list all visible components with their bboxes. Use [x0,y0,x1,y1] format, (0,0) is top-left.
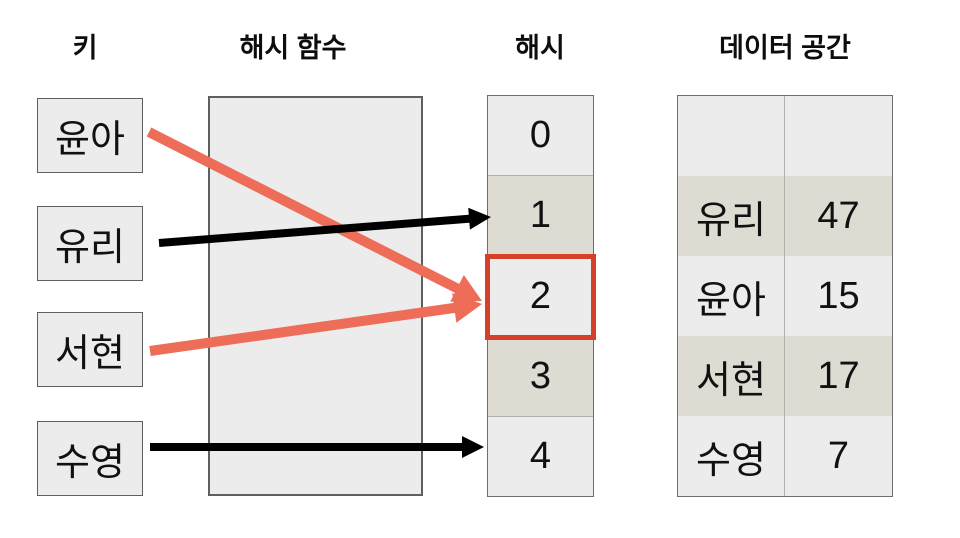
data-cell-key [678,96,785,176]
data-cell-value: 7 [785,416,892,496]
hash-cell-label: 2 [529,274,552,317]
data-space-table: 유리 47 윤아 15 서현 17 수영 7 [677,95,893,497]
key-box-seohyun: 서현 [37,312,143,387]
key-label: 수영 [55,442,125,484]
hash-function-column-title: 해시 함수 [239,33,347,63]
data-cell-value [785,96,892,176]
data-space-column-title: 데이터 공간 [719,33,851,63]
hash-cell-label: 1 [529,194,552,237]
hash-cell-2-collision-highlight [485,254,596,340]
data-cell-key: 윤아 [678,256,785,336]
hash-column-title: 해시 [515,33,565,63]
data-cell-value: 15 [785,256,892,336]
data-cell-key: 수영 [678,416,785,496]
hash-cell-label: 0 [529,114,552,157]
hash-function-box [208,96,423,496]
keys-column-title: 키 [72,33,98,63]
key-label: 유리 [55,227,125,269]
hash-bucket-column: 0 1 2 3 4 [485,95,596,497]
data-cell-value: 17 [785,336,892,416]
hash-cell-4: 4 [488,415,593,497]
data-cell-key: 유리 [678,176,785,256]
key-label: 윤아 [55,119,125,161]
key-box-yoona: 윤아 [37,98,143,173]
hash-cell-2: 2 [488,255,593,336]
key-box-sooyoung: 수영 [37,421,143,496]
key-label: 서현 [55,333,125,375]
data-cell-key: 서현 [678,336,785,416]
data-cell-value: 47 [785,176,892,256]
hash-cell-1: 1 [488,175,593,256]
hash-cell-label: 3 [529,354,552,397]
hash-cell-0: 0 [488,96,593,176]
hash-cell-label: 4 [529,434,552,477]
key-box-yuri: 유리 [37,206,143,281]
hash-cell-3: 3 [488,335,593,416]
